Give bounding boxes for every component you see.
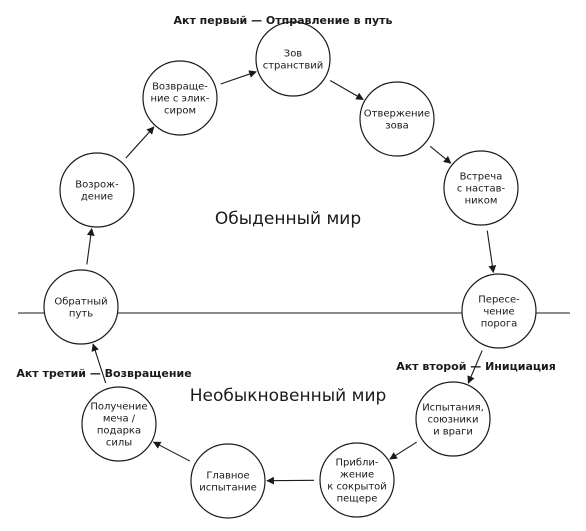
connector-arrow bbox=[152, 441, 191, 462]
stage-label-line: ние с элик- bbox=[150, 94, 209, 105]
stage-circle bbox=[255, 21, 331, 97]
connector-arrow bbox=[220, 70, 257, 85]
stage-circle bbox=[415, 381, 491, 457]
connector-group bbox=[86, 70, 497, 485]
connector-arrow bbox=[486, 230, 497, 274]
stage-node-return: Возвраще-ние с элик-сиром bbox=[142, 60, 218, 136]
stage-circle bbox=[59, 152, 135, 228]
stage-label-line: подарка bbox=[97, 426, 141, 437]
act-second-label: Акт второй — Инициация bbox=[396, 360, 556, 373]
stage-circle bbox=[190, 443, 266, 519]
stage-label-line: жение bbox=[340, 470, 374, 481]
stage-node-resurrection: Возрож-дение bbox=[59, 152, 135, 228]
stage-label-line: Обратный bbox=[54, 297, 107, 308]
stage-label-line: порога bbox=[481, 319, 518, 330]
ordinary-world-label: Обыденный мир bbox=[215, 209, 361, 229]
stage-label-line: силы bbox=[106, 438, 132, 449]
connector-arrow bbox=[86, 227, 95, 265]
stage-label-line: меча / bbox=[103, 414, 136, 425]
stage-label-line: Пересе- bbox=[478, 295, 520, 306]
stage-label-line: Возрож- bbox=[75, 180, 119, 191]
stage-circle bbox=[359, 81, 435, 157]
stage-label-line: испытание bbox=[199, 483, 257, 494]
stage-label-line: Испытания, bbox=[422, 403, 484, 414]
stage-label-line: дение bbox=[81, 192, 113, 203]
stage-label-line: Встреча bbox=[460, 172, 503, 183]
stage-label-line: ником bbox=[465, 196, 498, 207]
stage-label-line: Получение bbox=[90, 402, 147, 413]
stage-label-line: Отвержение bbox=[364, 109, 430, 120]
connector-arrow bbox=[329, 80, 364, 100]
stage-label-line: зова bbox=[385, 121, 408, 132]
stage-label-line: и враги bbox=[433, 427, 473, 438]
stage-label-line: с настав- bbox=[457, 184, 506, 195]
act-first-label: Акт первый — Отправление в путь bbox=[174, 14, 393, 27]
stage-label-line: Главное bbox=[206, 471, 249, 482]
stage-label-line: путь bbox=[69, 309, 93, 320]
stage-circle bbox=[443, 150, 519, 226]
connector-arrow bbox=[125, 126, 155, 159]
act-third-label: Акт третий — Возвращение bbox=[16, 367, 191, 380]
stage-circle bbox=[43, 269, 119, 345]
stage-label-line: к сокрытой bbox=[327, 482, 387, 493]
stage-label-line: сиром bbox=[164, 106, 196, 117]
stage-circle bbox=[81, 386, 157, 462]
stage-circle bbox=[142, 60, 218, 136]
stage-label-line: Зов bbox=[284, 49, 303, 60]
connector-arrow bbox=[429, 145, 452, 164]
stage-label-line: союзники bbox=[428, 415, 479, 426]
stage-label-line: Возвраще- bbox=[152, 82, 208, 93]
stage-label-line: чение bbox=[483, 307, 514, 318]
connector-arrow bbox=[91, 343, 107, 384]
stage-label-line: странствий bbox=[263, 61, 324, 72]
stage-circle bbox=[461, 273, 537, 349]
stage-circle bbox=[319, 442, 395, 518]
extraordinary-world-label: Необыкновенный мир bbox=[190, 386, 387, 406]
connector-arrow bbox=[467, 350, 483, 384]
stage-label-line: пещере bbox=[337, 494, 378, 505]
stage-label-line: Прибли- bbox=[335, 458, 378, 469]
connector-arrow bbox=[389, 441, 418, 460]
